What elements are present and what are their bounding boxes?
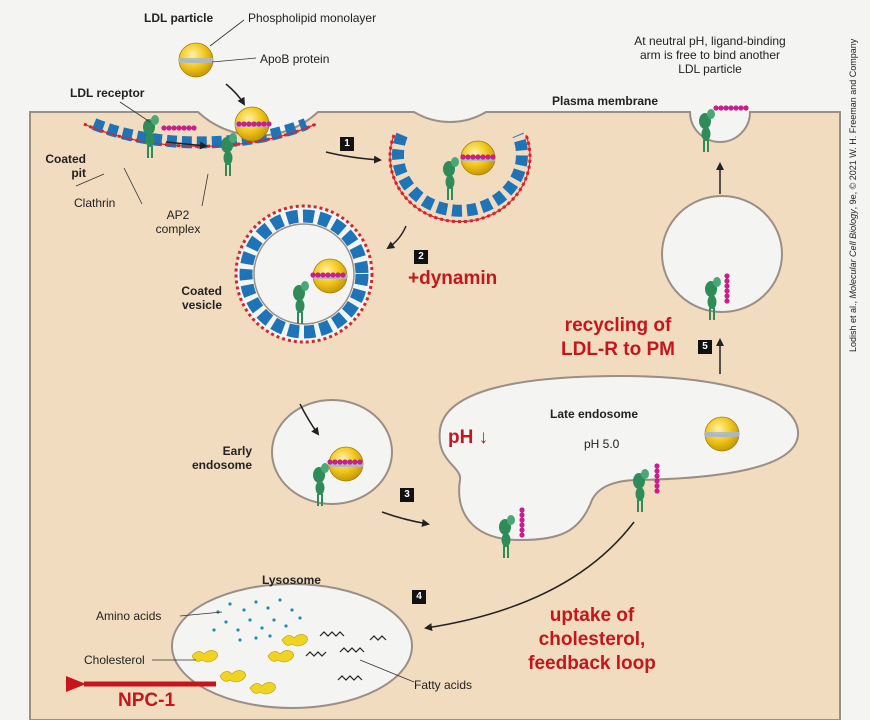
process-arrows <box>165 83 724 632</box>
coated-vesicle-label: Coated vesicle <box>160 284 222 312</box>
lysosome <box>171 583 413 709</box>
ldl-particle-label: LDL particle <box>144 11 214 25</box>
step-2-badge: 2 <box>414 250 428 264</box>
early-endosome-label: Early endosome <box>180 444 252 472</box>
plasma-membrane-label: Plasma membrane <box>552 94 659 108</box>
step-3-badge: 3 <box>400 488 414 502</box>
ap2-label: AP2 complex <box>148 208 208 236</box>
amino-acids-label: Amino acids <box>96 609 162 623</box>
coated-vesicle-line-1: Coated <box>181 284 222 298</box>
ap2-line-2: complex <box>155 222 201 236</box>
coated-pit-label: Coated pit <box>30 152 86 180</box>
ldl-particle <box>178 42 214 78</box>
neutral-ph-note: At neutral pH, ligand-binding arm is fre… <box>600 34 820 76</box>
neutral-ph-line-1: At neutral pH, ligand-binding <box>634 34 786 48</box>
late-endosome <box>438 374 800 559</box>
apob-label: ApoB protein <box>260 52 330 66</box>
credit-title: Molecular Cell Biology <box>848 209 858 299</box>
uptake-line-1: uptake of <box>549 605 635 626</box>
uptake-line-3: feedback loop <box>528 653 656 674</box>
ph-5-label: pH 5.0 <box>584 437 620 451</box>
coated-pit-line-2: pit <box>71 166 86 180</box>
coated-vesicle-line-2: vesicle <box>181 298 222 312</box>
leader-lines <box>75 19 415 683</box>
step-5-badge: 5 <box>698 340 712 354</box>
ph-down-annotation: pH ↓ <box>448 427 489 448</box>
coated-vesicle <box>234 204 374 344</box>
credit-prefix: Lodish et al., <box>848 298 858 352</box>
recycling-annotation: recycling of LDL-R to PM <box>538 314 698 362</box>
cholesterol-label: Cholesterol <box>84 653 145 667</box>
recycling-line-2: LDL-R to PM <box>561 339 675 360</box>
recycling-line-1: recycling of <box>564 315 672 336</box>
lysosome-label: Lysosome <box>262 573 321 587</box>
dynamin-annotation: +dynamin <box>408 268 498 289</box>
budding-vesicle <box>388 132 532 224</box>
fatty-acids-label: Fatty acids <box>414 678 473 692</box>
late-endosome-label: Late endosome <box>550 407 639 421</box>
step-1-badge: 1 <box>340 137 354 151</box>
neutral-ph-line-2: arm is free to bind another <box>639 48 781 62</box>
early-endosome <box>271 399 393 507</box>
neutral-ph-line-3: LDL particle <box>678 62 742 76</box>
ap2-line-1: AP2 <box>166 208 190 222</box>
npc1-label: NPC-1 <box>118 690 176 711</box>
copyright-credit: Lodish et al., Molecular Cell Biology, 9… <box>848 39 858 352</box>
clathrin-label: Clathrin <box>74 196 116 210</box>
phospholipid-label: Phospholipid monolayer <box>248 11 377 25</box>
early-endosome-line-1: Early <box>222 444 252 458</box>
ldl-receptor-label: LDL receptor <box>70 86 145 100</box>
coated-pit-line-1: Coated <box>45 152 86 166</box>
uptake-annotation: uptake of cholesterol, feedback loop <box>514 604 670 676</box>
early-endosome-line-2: endosome <box>191 458 252 472</box>
recycling-vesicle <box>661 195 783 321</box>
credit-suffix: , 9e, © 2021 W. H. Freeman and Company <box>848 38 858 210</box>
uptake-line-2: cholesterol, <box>538 629 646 650</box>
step-4-badge: 4 <box>412 590 426 604</box>
